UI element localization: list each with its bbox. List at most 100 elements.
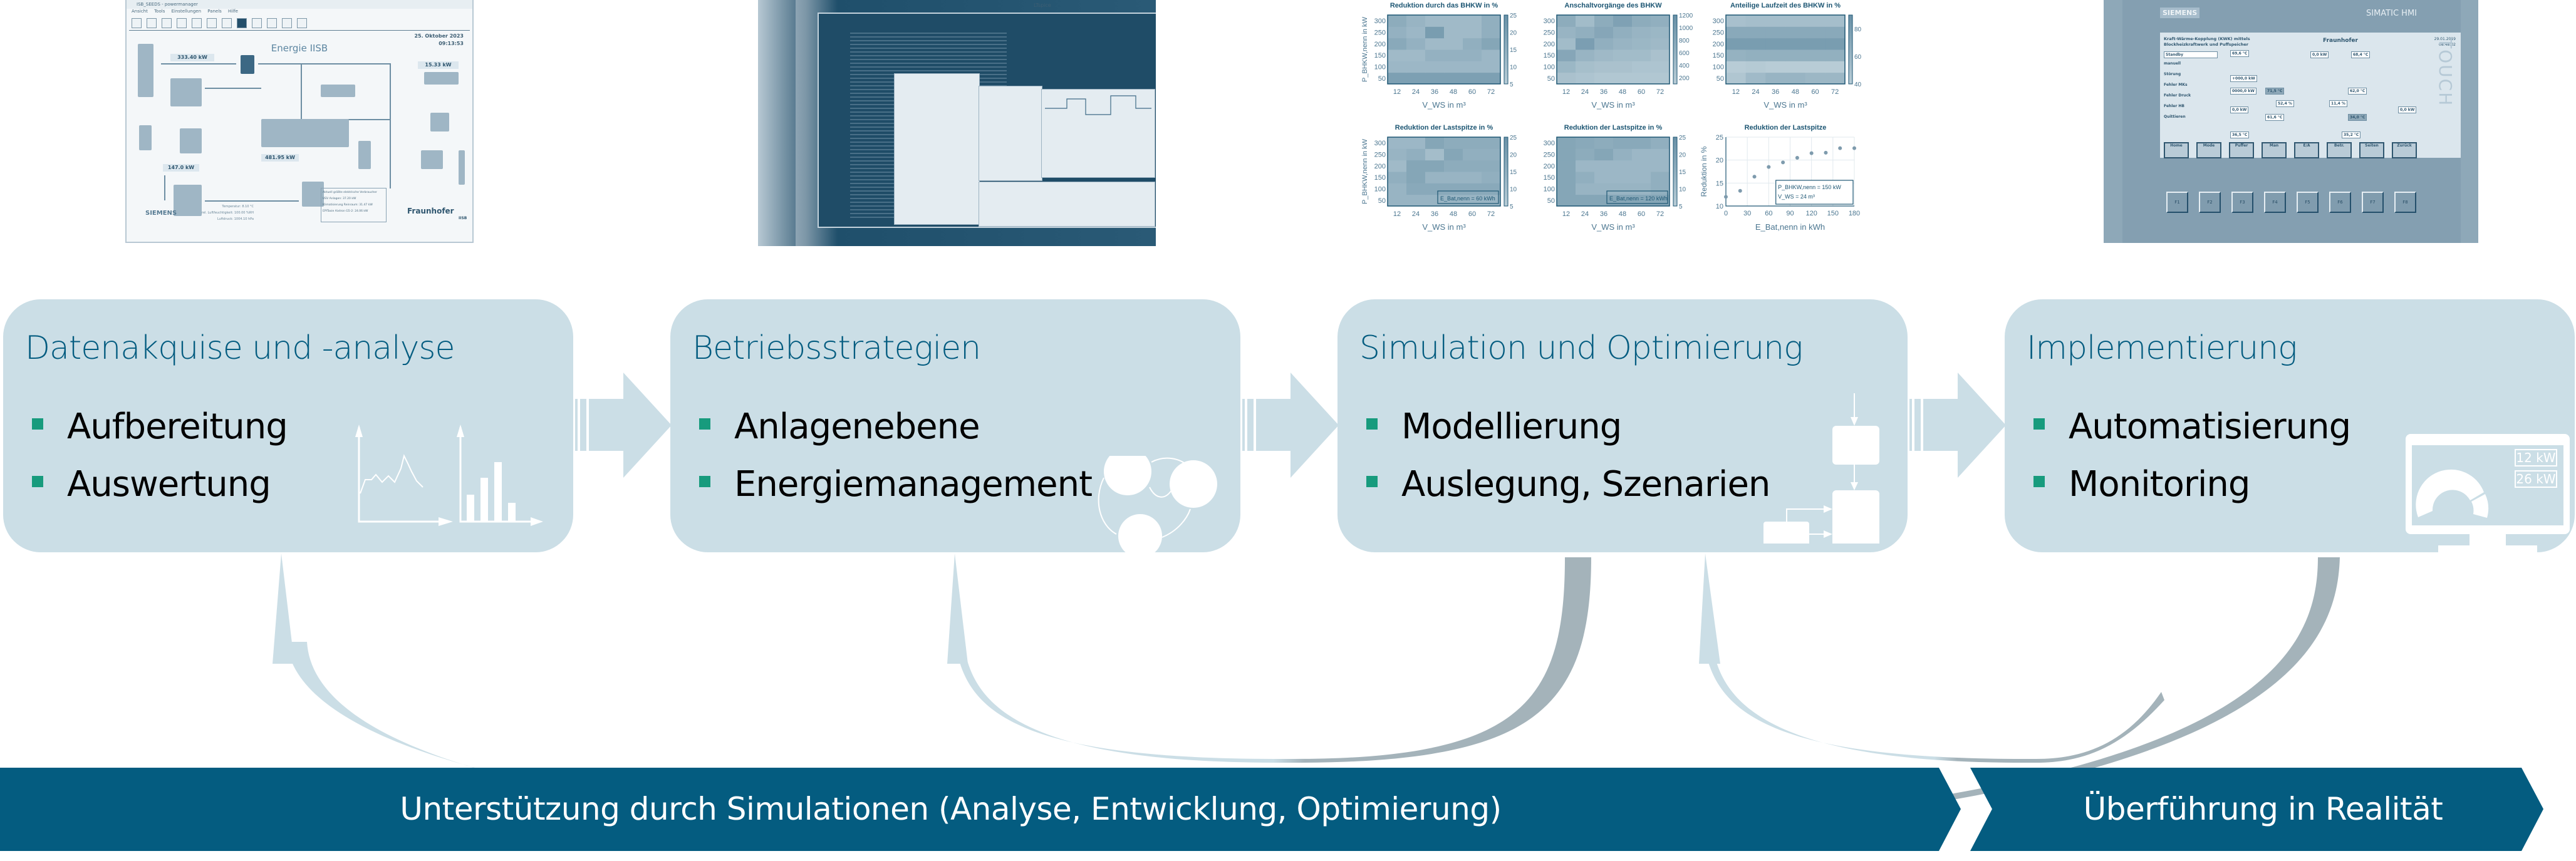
heatmap-cell [1557, 38, 1576, 50]
heatmap-cell [1785, 72, 1806, 85]
heatmap-cell [1388, 38, 1407, 50]
flow-line [205, 200, 299, 202]
menu-item: Einstellungen [171, 9, 202, 14]
heatmap-cell [1463, 26, 1482, 39]
data-point [1724, 195, 1728, 199]
x-tick-label: 72 [1656, 210, 1664, 218]
plot-frame [1725, 14, 1846, 85]
heatmap-cell [1765, 26, 1786, 39]
heatmap-cell [1805, 26, 1826, 39]
flow-line [205, 88, 261, 89]
plot-frame [1387, 137, 1501, 207]
heatmap-cell [1594, 160, 1614, 172]
step-item: Aufbereitung [27, 398, 288, 456]
heatmap-cell [1425, 38, 1445, 50]
y-tick-label: 20 [1716, 157, 1723, 165]
hmi-title-line: Blockheizkraftwerk und Puffspeicher [2164, 42, 2249, 47]
heatmap-cell [1557, 26, 1576, 39]
gauge-icon [2416, 469, 2489, 518]
heatmap-cell [1613, 160, 1633, 172]
y-tick-label: 150 [1544, 52, 1555, 59]
colorbar-tick-label: 10 [1510, 187, 1517, 193]
flow-line [340, 119, 390, 120]
heatmap-cell [1406, 160, 1426, 172]
siemens-logo: SIEMENS [2160, 8, 2200, 18]
heatmap-cell [1632, 61, 1651, 73]
heatmap-cell [1388, 61, 1407, 73]
scada-date: 25. Oktober 2023 [414, 33, 464, 39]
menu-item: Ansicht [132, 9, 148, 14]
hmi-nav-key: Puffer [2229, 142, 2254, 158]
y-tick-label: 200 [1374, 163, 1386, 170]
x-tick-label: 36 [1600, 88, 1607, 96]
y-tick-label: 200 [1374, 41, 1386, 48]
x-tick-label: 12 [1393, 88, 1401, 96]
step-item: Modellierung [1361, 398, 1770, 456]
y-tick-label: 250 [1713, 29, 1724, 37]
colorbar-tick-label: 15 [1510, 169, 1517, 176]
heatmap-cell [1444, 38, 1463, 50]
colorbar [1504, 137, 1509, 207]
heatmap-cell [1632, 72, 1651, 85]
fraunhofer-logo: Fraunhofer [2323, 38, 2358, 44]
scada-datetime: 25. Oktober 2023 09:13:53 [414, 33, 464, 48]
heatmap-cell [1765, 38, 1786, 50]
menu-bar: Ansicht Tools Einstellungen Panels Hilfe [127, 9, 238, 14]
building-icon [261, 119, 349, 147]
heatmap-cell [1825, 49, 1846, 61]
x-tick-label: 24 [1752, 88, 1759, 96]
heatmap-cell [1576, 38, 1595, 50]
lightning-icon [237, 18, 247, 28]
data-point [1795, 156, 1799, 160]
hmi-nav-key: Seiten [2359, 142, 2384, 158]
colorbar-tick-label: 20 [1510, 30, 1517, 37]
heatmap-cell [1594, 183, 1614, 195]
annotation-box [1437, 190, 1499, 204]
battery-icon [358, 141, 371, 169]
annotation-text: E_Bat,nenn = 120 kWh [1609, 195, 1668, 202]
hmi-side-item: manuell [2164, 61, 2181, 66]
component-dialog [894, 73, 980, 225]
ltspice-label: LTspice [1034, 3, 1051, 8]
toolbar-icon [282, 18, 292, 28]
heatmap-cell [1444, 183, 1463, 195]
x-tick-label: 180 [1849, 210, 1860, 217]
heatmap-cell [1632, 172, 1651, 183]
heatmap-cell [1557, 160, 1576, 172]
annotation-box [1775, 180, 1854, 205]
config-dialog [979, 86, 1042, 181]
bar-chart-icon [457, 425, 543, 526]
banner-simulation-label: Unterstützung durch Simulationen (Analys… [400, 791, 1502, 827]
flow-line [301, 63, 302, 123]
developer-ide-photo: LTspice [758, 0, 1156, 246]
banner-chevron-shape [0, 768, 1961, 851]
x-tick-label: 120 [1805, 210, 1817, 217]
y-tick-label: 250 [1374, 152, 1386, 159]
chart-title: Reduktion der Lastspitze [1745, 124, 1827, 131]
hmi-time: 08:48:02 [2439, 43, 2456, 47]
heatmap-cell [1745, 15, 1766, 27]
step-items: Automatisierung Monitoring [2028, 398, 2351, 513]
hmi-screen: Kraft-Wärme-Kopplung (KWK) mittels Block… [2160, 33, 2461, 158]
environment-readouts: Temperatur: 8.10 °C rel. Luftfeuchtigkei… [202, 204, 254, 222]
hmi-value: 69,6 °C [2230, 50, 2250, 57]
y-tick-label: 50 [1378, 197, 1386, 205]
step-item: Monitoring [2028, 456, 2350, 513]
top-consumers-panel: Aktuell größte elektrische Verbraucher U… [321, 188, 387, 222]
heatmap-cell [1406, 148, 1426, 161]
heatmap-cell [1726, 72, 1747, 85]
chart-svg: Anschaltvorgänge des BHKW501001502002503… [1544, 2, 1693, 110]
hmi-value: 0,0 kW [2310, 51, 2329, 58]
heatmap-cell [1406, 72, 1426, 85]
step-arrow-2 [1242, 373, 1339, 478]
hmi-value: 62,0 °C [2348, 88, 2367, 95]
arrowhead-up [947, 554, 968, 664]
colorbar-tick-label: 1200 [1679, 13, 1693, 19]
colorbar-tick-label: 10 [1679, 187, 1686, 193]
heatmap-cell [1425, 137, 1445, 149]
banner-simulation: Unterstützung durch Simulationen (Analys… [0, 768, 1961, 851]
heatmap-cell [1651, 49, 1670, 61]
heatmap-cell [1594, 38, 1614, 50]
